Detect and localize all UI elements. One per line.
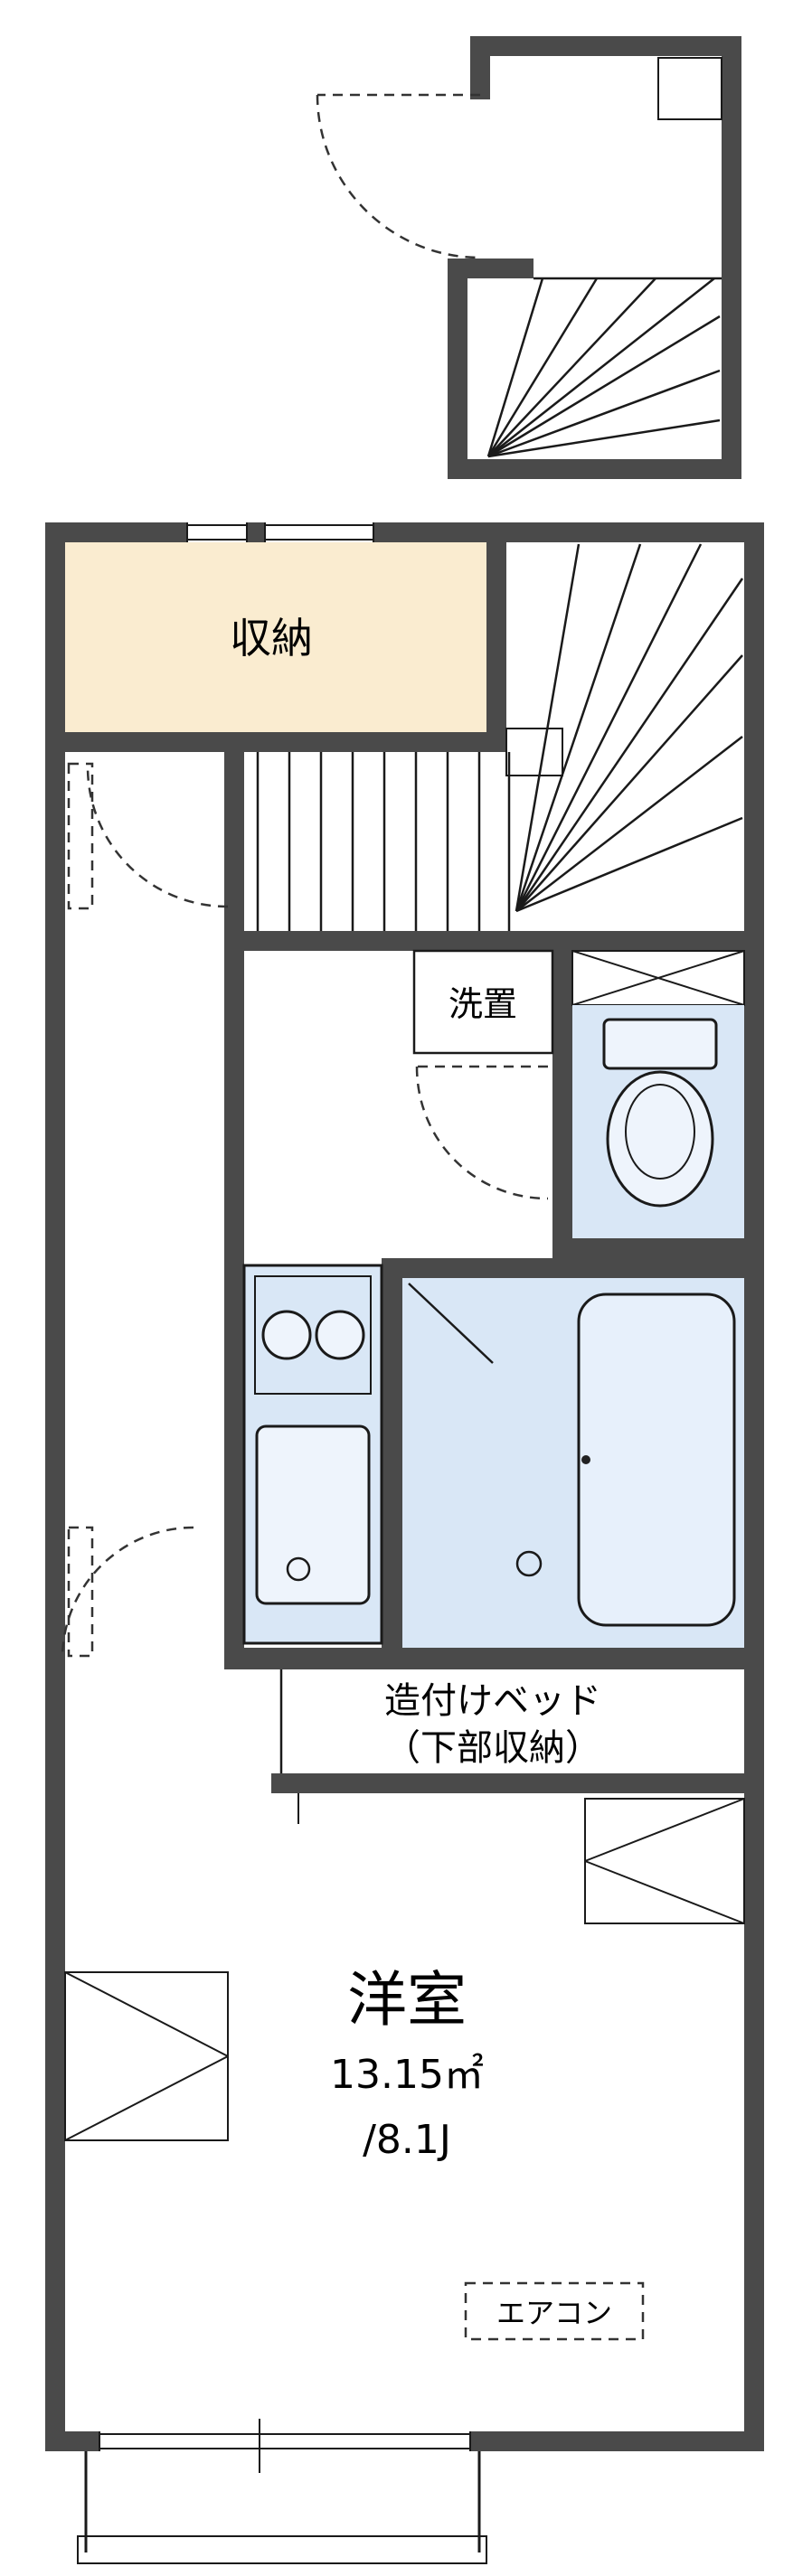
balcony (77, 2451, 487, 2564)
balcony-hatch (77, 2535, 487, 2564)
room-area-tatami-label: /8.1J (363, 2117, 451, 2163)
closet-door-swing-icon (61, 1526, 194, 1659)
sink-icon (255, 1424, 371, 1605)
washroom-door-swing-icon (415, 1065, 549, 1200)
room-door-swing-icon (67, 762, 229, 910)
winder-stairs-icon (505, 543, 744, 913)
entrance-winder-stairs-icon (486, 277, 722, 458)
window-bottom (99, 2419, 471, 2473)
entrance-block-walls (448, 36, 741, 479)
entrance-door-swing-icon (316, 93, 481, 259)
built-in-bed-area: 造付けベッド （下部収納） (279, 1669, 601, 1824)
aircon-label: エアコン (496, 2296, 612, 2330)
closet-room: 収納 (65, 542, 486, 732)
bathroom (402, 1278, 744, 1648)
toilet-icon (602, 1018, 718, 1208)
room-name-label: 洋室 (347, 1965, 467, 2035)
bed-label-line2: （下部収納） (384, 1727, 601, 1769)
stove-icon (254, 1275, 372, 1395)
entrance-cabinet (657, 57, 722, 120)
kitchen-counter (242, 1264, 383, 1645)
straight-stairs-icon (256, 752, 511, 931)
bath-drain-icon (515, 1550, 543, 1577)
bay-window-left-icon (64, 1971, 229, 2141)
bathtub-icon (577, 1293, 736, 1627)
room-area-sqm-label: 13.15㎡ (330, 2052, 484, 2098)
storage-box-right-icon (584, 1798, 745, 1924)
laundry-area: 洗置 (412, 949, 554, 1055)
laundry-label: 洗置 (448, 984, 517, 1024)
window-top-2 (264, 522, 374, 542)
window-top-1 (186, 522, 248, 542)
closet-label: 収納 (230, 614, 313, 663)
western-room: 洋室 13.15㎡ /8.1J (330, 1965, 484, 2163)
aircon-box: エアコン (464, 2281, 645, 2341)
interior-walls (45, 542, 764, 1793)
bed-label-line1: 造付けベッド (384, 1680, 601, 1722)
main-outer-walls (45, 522, 764, 2451)
bath-door-line (408, 1283, 494, 1364)
shelf-cross-icon (571, 950, 745, 1006)
toilet-room (572, 1005, 744, 1238)
